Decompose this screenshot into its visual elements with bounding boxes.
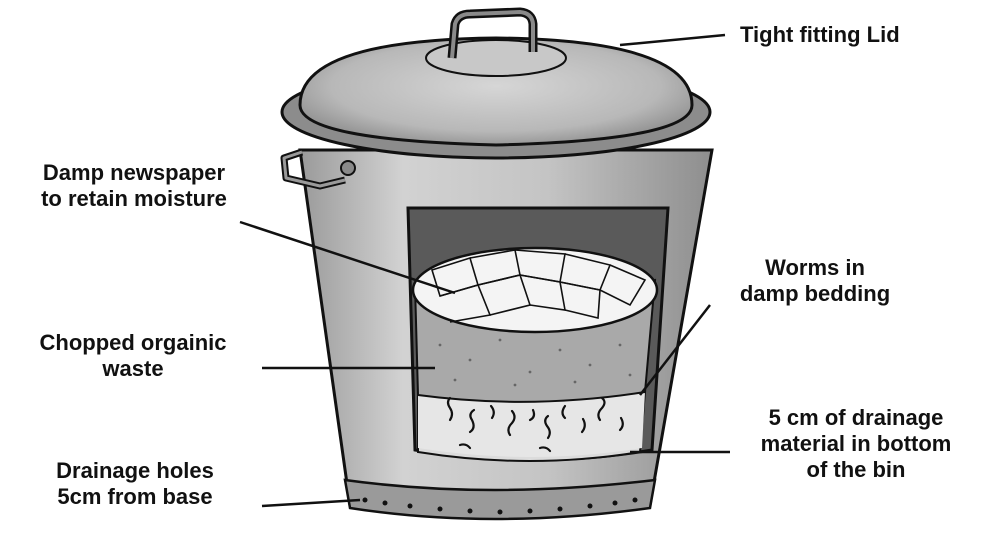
- label-newspaper-line-2: to retain moisture: [8, 186, 260, 212]
- label-newspaper-line-1: Damp newspaper: [8, 160, 260, 186]
- label-worms-line-1: Worms in: [690, 255, 940, 281]
- label-waste: Chopped orgainic waste: [8, 330, 258, 382]
- label-drainage-holes-line-2: 5cm from base: [10, 484, 260, 510]
- label-drainage-material-line-3: of the bin: [728, 457, 984, 483]
- label-worms-line-2: damp bedding: [690, 281, 940, 307]
- label-drainage-material: 5 cm of drainage material in bottom of t…: [728, 405, 984, 483]
- cutaway-window: [408, 208, 668, 461]
- label-drainage-material-line-1: 5 cm of drainage: [728, 405, 984, 431]
- label-lid: Tight fitting Lid: [740, 22, 900, 48]
- label-newspaper: Damp newspaper to retain moisture: [8, 160, 260, 212]
- label-waste-line-1: Chopped orgainic: [8, 330, 258, 356]
- label-drainage-material-line-2: material in bottom: [728, 431, 984, 457]
- label-drainage-holes-line-1: Drainage holes: [10, 458, 260, 484]
- bin-lid: [282, 12, 710, 158]
- label-worms: Worms in damp bedding: [690, 255, 940, 307]
- label-waste-line-2: waste: [8, 356, 258, 382]
- label-drainage-holes: Drainage holes 5cm from base: [10, 458, 260, 510]
